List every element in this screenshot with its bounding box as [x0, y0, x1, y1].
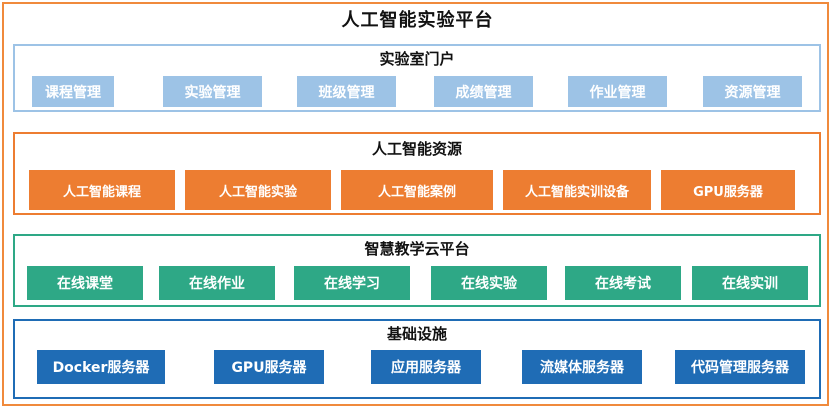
layer-infrastructure: 基础设施 Docker服务器 GPU服务器 应用服务器 流媒体服务器 代码管理服… — [13, 319, 821, 399]
ai-item-course: 人工智能课程 — [29, 170, 175, 210]
layer-teaching-cloud: 智慧教学云平台 在线课堂 在线作业 在线学习 在线实验 在线考试 在线实训 — [13, 234, 821, 307]
ai-item-gpu-server: GPU服务器 — [661, 170, 795, 210]
portal-item-grade-management: 成绩管理 — [434, 76, 533, 107]
ai-item-experiment: 人工智能实验 — [185, 170, 331, 210]
diagram-title: 人工智能实验平台 — [341, 10, 494, 31]
ai-item-training-equipment: 人工智能实训设备 — [503, 170, 651, 210]
infra-item-application-server: 应用服务器 — [371, 350, 481, 384]
cloud-item-online-experiment: 在线实验 — [431, 266, 547, 300]
portal-item-experiment-management: 实验管理 — [163, 76, 262, 107]
portal-item-homework-management: 作业管理 — [568, 76, 667, 107]
infra-item-gpu-server: GPU服务器 — [214, 350, 324, 384]
cloud-item-online-training: 在线实训 — [692, 266, 808, 300]
cloud-item-online-homework: 在线作业 — [159, 266, 275, 300]
cloud-item-online-class: 在线课堂 — [27, 266, 143, 300]
portal-item-class-management: 班级管理 — [297, 76, 396, 107]
layer-portal: 实验室门户 课程管理 实验管理 班级管理 成绩管理 作业管理 资源管理 — [13, 44, 821, 112]
layer-teaching-cloud-title: 智慧教学云平台 — [364, 240, 470, 258]
layer-ai-resources-title: 人工智能资源 — [371, 140, 462, 158]
infra-item-docker-server: Docker服务器 — [37, 350, 165, 384]
layer-portal-title: 实验室门户 — [379, 50, 455, 68]
platform-frame — [2, 2, 829, 406]
infra-item-streaming-server: 流媒体服务器 — [522, 350, 642, 384]
layer-infrastructure-title: 基础设施 — [386, 325, 447, 343]
layer-ai-resources: 人工智能资源 人工智能课程 人工智能实验 人工智能案例 人工智能实训设备 GPU… — [13, 132, 821, 215]
ai-item-case: 人工智能案例 — [341, 170, 493, 210]
cloud-item-online-learning: 在线学习 — [294, 266, 410, 300]
portal-item-course-management: 课程管理 — [32, 76, 114, 107]
cloud-item-online-exam: 在线考试 — [565, 266, 681, 300]
portal-item-resource-management: 资源管理 — [703, 76, 802, 107]
infra-item-code-management-server: 代码管理服务器 — [675, 350, 805, 384]
